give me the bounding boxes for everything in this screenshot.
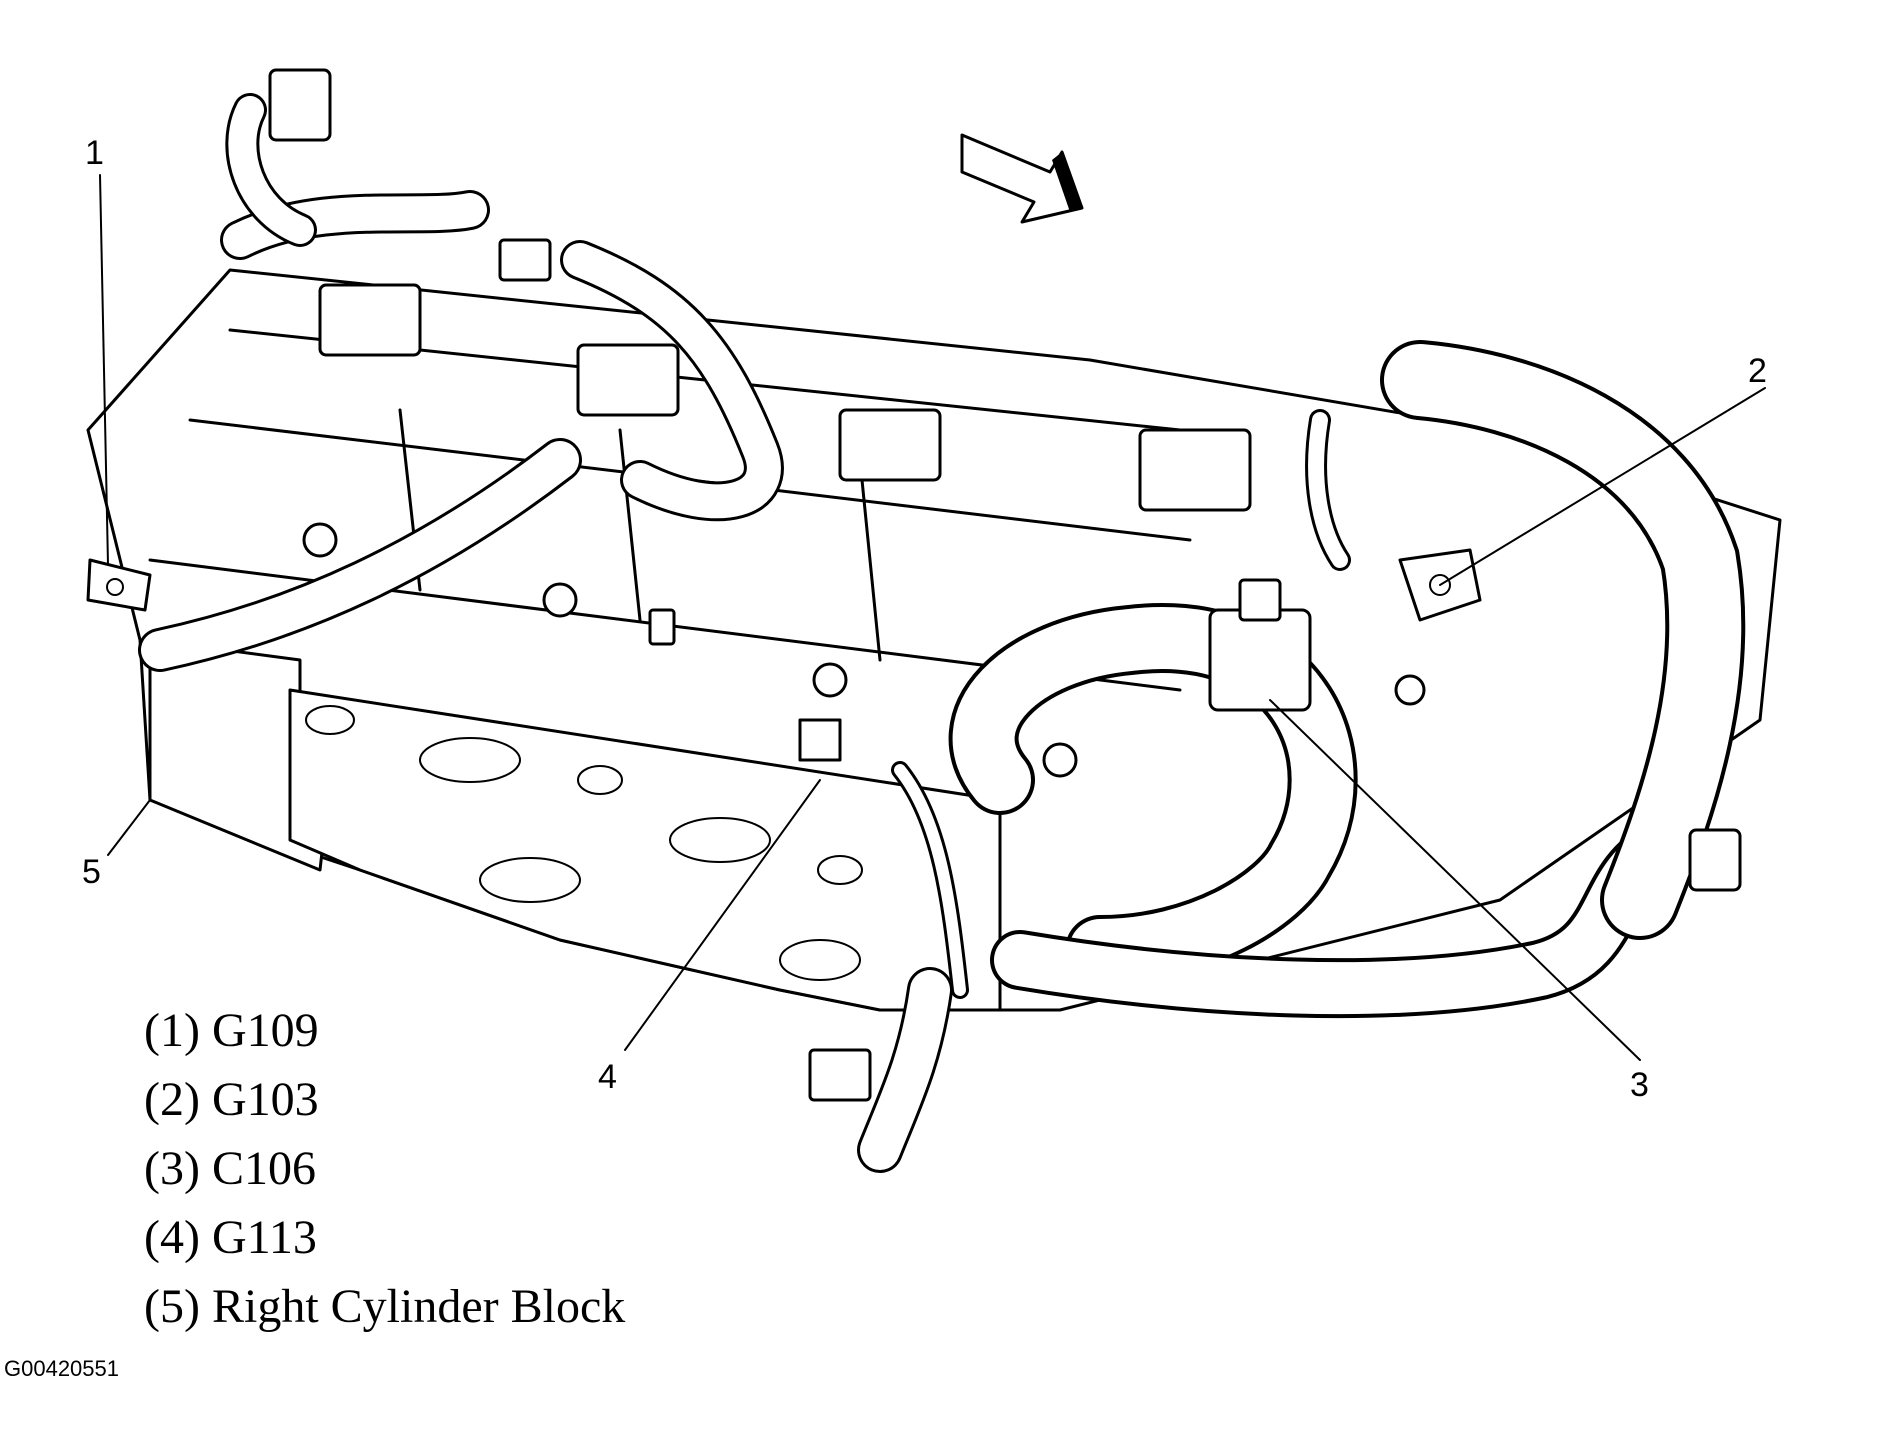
legend-item-c106: (3) C106: [144, 1142, 316, 1195]
direction-arrow-icon: [960, 133, 1084, 224]
legend-item-g103: (2) G103: [144, 1073, 319, 1126]
leader-lines: [99, 174, 1766, 1061]
legend-item-g109: (1) G109: [144, 1004, 319, 1057]
figure-id: G00420551: [4, 1356, 119, 1381]
wire-harness: [138, 93, 1746, 1173]
connectors: [268, 68, 1742, 1102]
callout-4: 4: [598, 1058, 617, 1096]
legend: (1) G109 (2) G103 (3) C106 (4) G113 (5) …: [144, 996, 625, 1341]
callout-2: 2: [1748, 352, 1767, 390]
bolts: [302, 522, 1426, 778]
legend-item-g113: (4) G113: [144, 1211, 317, 1264]
callout-5: 5: [82, 853, 101, 891]
callout-3: 3: [1630, 1066, 1649, 1104]
callout-1: 1: [85, 134, 104, 172]
legend-item-right-cylinder-block: (5) Right Cylinder Block: [144, 1280, 626, 1333]
ground-terminals: [86, 548, 1482, 762]
right-cylinder-block: [148, 638, 1002, 1012]
